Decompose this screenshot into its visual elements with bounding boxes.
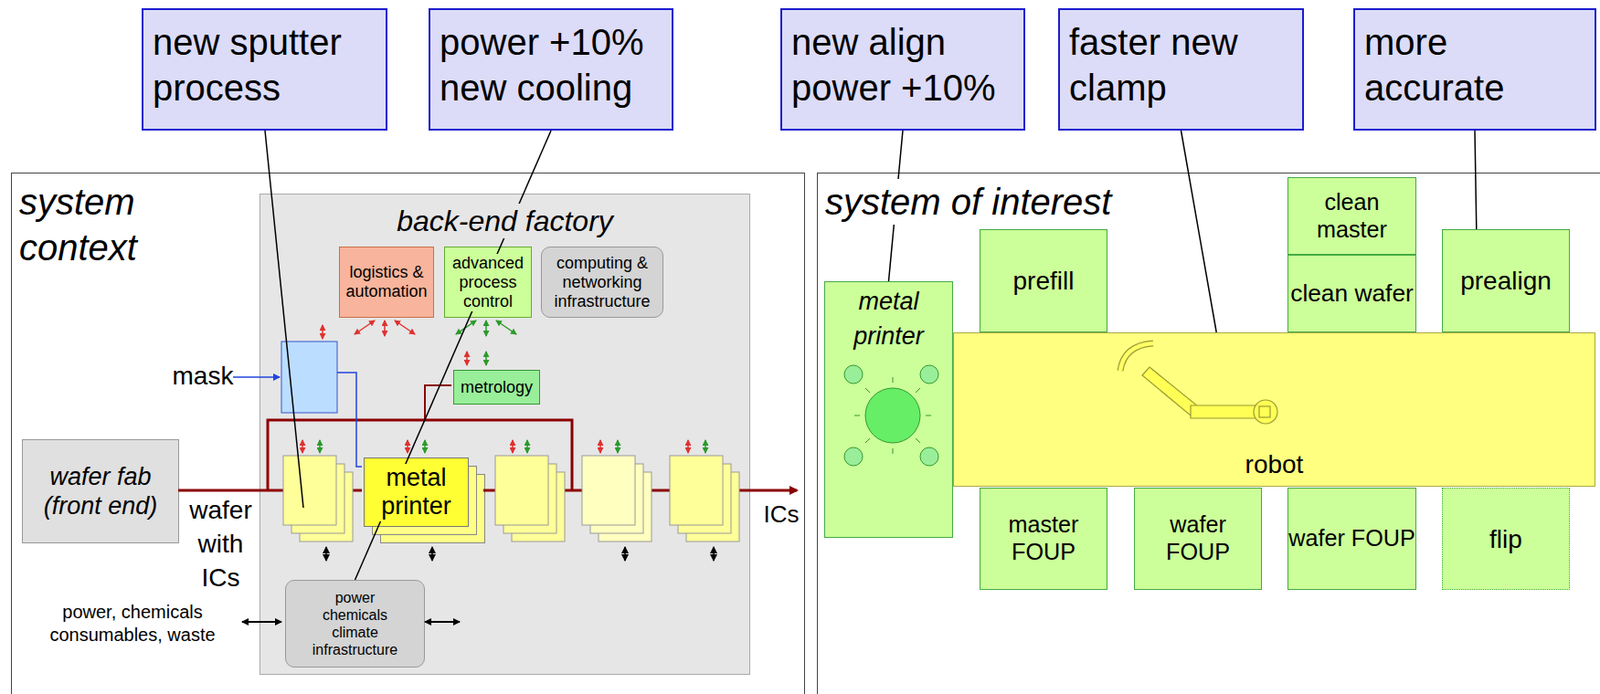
module-box: wafer FOUP	[1133, 487, 1262, 591]
node-text: metal printer	[364, 464, 468, 522]
control-arrows	[242, 320, 714, 623]
callout-box: faster new clamp	[1058, 8, 1304, 131]
leader-line	[355, 130, 552, 581]
node-text: clean master	[1288, 189, 1416, 244]
plain-label: mask	[172, 360, 234, 393]
module-box: clean master	[1287, 177, 1417, 255]
module-box: flip	[1441, 487, 1570, 591]
node-text: more accurate	[1364, 19, 1584, 111]
factory-box: wafer fab (front end)	[21, 439, 180, 544]
label-holder: mask	[166, 360, 240, 393]
printer-head	[844, 365, 939, 467]
equipment-stacks	[283, 455, 740, 542]
callout-box: new align power +10%	[780, 8, 1026, 131]
machine-stack: metal printer	[363, 457, 469, 528]
node-text: new align power +10%	[791, 19, 1011, 111]
module-box: wafer FOUP	[1287, 487, 1417, 591]
module-box: prealign	[1441, 229, 1570, 333]
process-box: logistics & automation	[339, 246, 435, 318]
module-box: prefill	[979, 229, 1108, 333]
module-box: clean wafer	[1287, 254, 1417, 333]
plain-label: wafer with ICs	[186, 493, 255, 595]
callout-box: power +10% new cooling	[428, 8, 674, 131]
node-text: prefill	[1013, 265, 1075, 297]
callout-box: more accurate	[1353, 8, 1597, 131]
node-text: system context	[19, 179, 157, 271]
node-text: flip	[1489, 524, 1523, 555]
label-holder: power, chemicals consumables, waste	[41, 601, 224, 647]
node-text: master FOUP	[980, 511, 1107, 566]
node-text: robot	[1245, 449, 1304, 481]
callout-box: new sputter process	[141, 8, 388, 131]
node-text: wafer fab (front end)	[22, 462, 179, 522]
node-text: prealign	[1460, 265, 1552, 297]
factory-area: back-end factory logistics & automation ad…	[259, 193, 751, 676]
node-text: new sputter process	[152, 19, 372, 111]
node-text: power chemicals climate infrastructure	[309, 589, 402, 659]
node-text: faster new clamp	[1069, 19, 1289, 111]
system-panel: system of interest metal printer prefill cl…	[816, 172, 1600, 694]
leader-line	[1474, 130, 1477, 230]
leader-line	[1181, 130, 1218, 333]
module-box: master FOUP	[979, 487, 1108, 591]
leader-line	[264, 130, 304, 509]
node-text: computing & networking infrastructure	[544, 254, 660, 312]
node-text: wafer FOUP	[1288, 525, 1416, 553]
node-text: clean wafer	[1290, 279, 1414, 308]
node-text: metrology	[460, 378, 533, 398]
label-holder: wafer with ICs	[186, 493, 255, 595]
node-text: wafer FOUP	[1134, 511, 1261, 566]
process-box: advanced process control	[444, 246, 532, 318]
node-text: power +10% new cooling	[439, 19, 659, 111]
node-text: advanced process control	[447, 254, 529, 312]
process-box: metrology	[453, 370, 541, 405]
node-text: metal printer	[825, 285, 953, 355]
infrastructure-box: computing & networking infrastructure	[540, 246, 664, 318]
plain-label: ICs	[763, 499, 800, 530]
leader-line	[889, 130, 904, 282]
robot-arm	[1120, 343, 1278, 424]
label-holder: ICs	[758, 499, 805, 530]
plain-label: power, chemicals consumables, waste	[41, 601, 224, 647]
node-text: logistics & automation	[342, 263, 431, 302]
node-text: back-end factory	[396, 203, 614, 239]
node-text: system of interest	[825, 179, 1112, 225]
infrastructure-box: power chemicals climate infrastructure	[285, 580, 425, 668]
